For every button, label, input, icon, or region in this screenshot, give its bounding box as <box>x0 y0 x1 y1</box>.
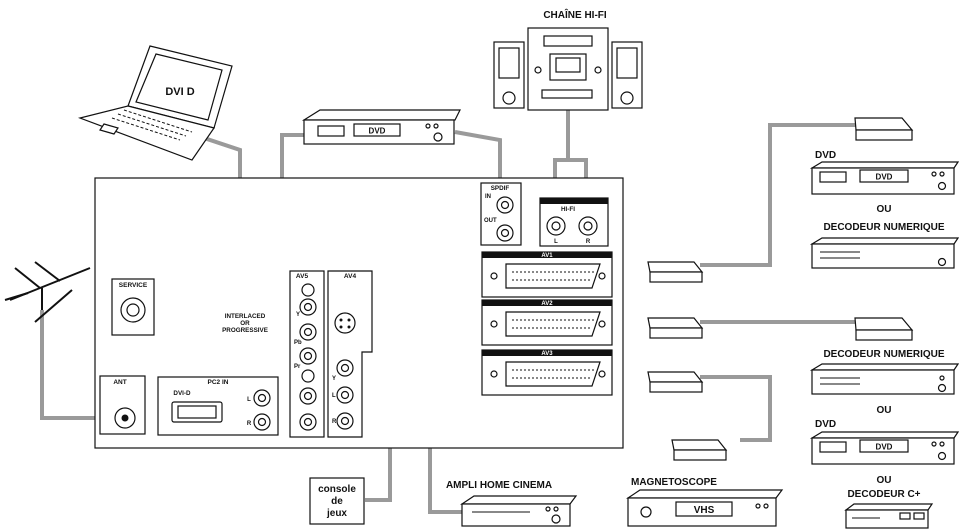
pc2-in-block: PC2 IN DVI-D L R <box>157 376 279 436</box>
decodeur-numerique-1: DECODEUR NUMERIQUE <box>809 222 959 269</box>
ou-1: OU <box>877 204 892 215</box>
svg-text:INTERLACED: INTERLACED <box>225 313 266 320</box>
magnetoscope: MAGNETOSCOPE VHS <box>626 477 784 527</box>
svg-text:console: console <box>318 484 356 495</box>
scart-plug-3 <box>647 317 704 339</box>
svg-text:PROGRESSIVE: PROGRESSIVE <box>222 327 268 334</box>
svg-text:IN: IN <box>485 194 491 200</box>
av4-svideo-jack[interactable] <box>334 312 356 334</box>
laptop-icon: DVI D <box>77 45 233 161</box>
magnetoscope-label: MAGNETOSCOPE <box>631 477 717 488</box>
ampli-home-cinema: AMPLI HOME CINEMA <box>446 480 578 527</box>
dvd-player-top-face: DVD <box>369 127 386 136</box>
scart-plug-2 <box>647 261 704 283</box>
svg-text:Pb: Pb <box>294 340 302 346</box>
right-dvd-1-face: DVD <box>876 173 893 182</box>
decodeur-numerique-1-label: DECODEUR NUMERIQUE <box>823 222 944 233</box>
svg-text:Y: Y <box>296 312 300 318</box>
svg-text:OR: OR <box>240 320 250 327</box>
av4-block: AV4 Y L R <box>327 270 373 438</box>
ou-2: OU <box>877 405 892 416</box>
dvi-d-port-label: DVI-D <box>173 390 191 397</box>
decodeur-c-plus-label: DECODEUR C+ <box>847 489 920 500</box>
svg-text:R: R <box>332 419 337 425</box>
hifi-label: CHAÎNE HI-FI <box>543 8 607 21</box>
console-box: console de jeux <box>309 477 365 525</box>
dvi-d-label: DVI D <box>165 86 194 98</box>
ant-label: ANT <box>113 379 126 386</box>
right-dvd-2: DVD DVD <box>809 419 959 465</box>
right-dvd-2-face: DVD <box>876 443 893 452</box>
right-dvd-1: DVD DVD <box>809 150 959 195</box>
decodeur-c-plus: DECODEUR C+ <box>844 489 934 529</box>
scart-plug-5 <box>647 371 704 393</box>
ant-port[interactable]: ANT <box>99 375 146 435</box>
svg-text:AV2: AV2 <box>541 301 553 307</box>
svg-text:de: de <box>331 496 343 507</box>
pc2-in-label: PC2 IN <box>208 379 229 386</box>
av5-label: AV5 <box>296 273 309 280</box>
scart-plug-1 <box>854 117 914 141</box>
hifi-port-label: HI-FI <box>561 206 575 213</box>
decodeur-numerique-2: DECODEUR NUMERIQUE <box>809 349 959 395</box>
right-dvd-1-label: DVD <box>815 150 836 161</box>
cable-scart-3 <box>700 375 772 442</box>
spdif-label: SPDIF <box>491 185 510 192</box>
vhs-face: VHS <box>694 505 715 516</box>
svg-text:R: R <box>247 421 252 427</box>
svg-text:OUT: OUT <box>484 218 497 224</box>
av5-block: AV5 Y Pb Pr <box>289 270 325 438</box>
scart-av2[interactable]: AV2 <box>481 299 613 346</box>
dvd-player-top: DVD <box>301 109 461 145</box>
antenna-icon <box>4 261 91 323</box>
interlaced-note: INTERLACED OR PROGRESSIVE <box>222 313 268 334</box>
svg-text:AV1: AV1 <box>541 253 553 259</box>
cable-scart-1 <box>700 123 860 267</box>
service-label: SERVICE <box>119 282 148 289</box>
ou-3: OU <box>877 475 892 486</box>
svg-text:L: L <box>247 397 251 403</box>
ampli-label: AMPLI HOME CINEMA <box>446 480 552 491</box>
svg-text:L: L <box>332 393 336 399</box>
hifi-out-block: HI-FI L R <box>539 197 609 247</box>
scart-av1[interactable]: AV1 <box>481 251 613 298</box>
scart-av3[interactable]: AV3 <box>481 349 613 396</box>
scart-plug-6 <box>671 439 728 461</box>
spdif-block: SPDIF IN OUT <box>480 182 522 246</box>
hifi-system: CHAÎNE HI-FI <box>493 8 643 111</box>
cable-antenna <box>40 310 112 420</box>
right-dvd-2-label: DVD <box>815 419 836 430</box>
av4-label: AV4 <box>344 273 357 280</box>
svg-text:L: L <box>554 239 558 245</box>
svg-text:R: R <box>586 239 591 245</box>
svg-text:AV3: AV3 <box>541 351 553 357</box>
decodeur-numerique-2-label: DECODEUR NUMERIQUE <box>823 349 944 360</box>
svg-text:Y: Y <box>332 376 336 382</box>
service-port[interactable]: SERVICE <box>111 278 155 336</box>
scart-plug-4 <box>854 317 914 341</box>
svg-text:Pr: Pr <box>294 364 301 370</box>
svg-text:jeux: jeux <box>326 508 347 519</box>
